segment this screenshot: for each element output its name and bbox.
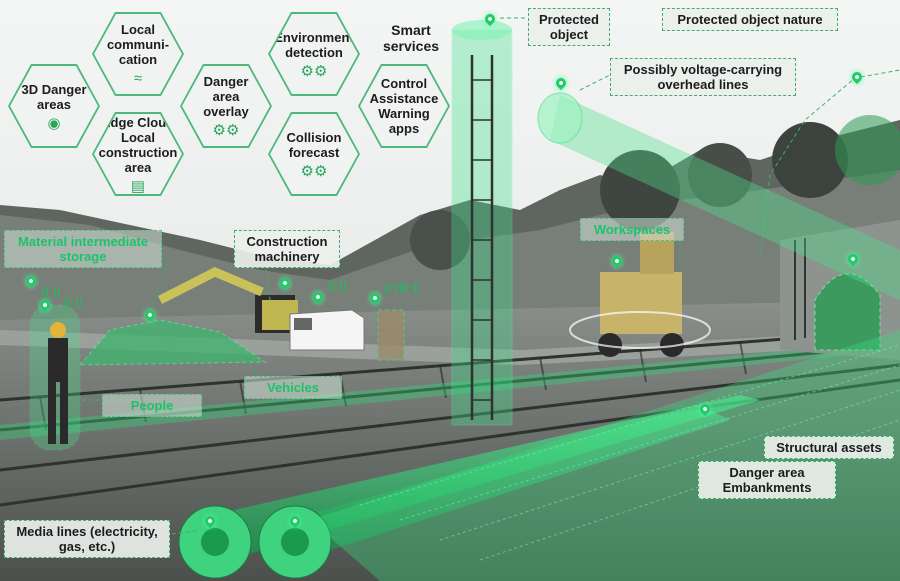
hex-label: Danger area overlay xyxy=(203,74,249,119)
wifi-icon: ≈ xyxy=(133,70,143,87)
hex-edge-cloud: Edge Cloud Local construction area ▤ xyxy=(92,112,184,196)
label-structural-assets: Structural assets xyxy=(764,436,894,459)
hex-collision-forecast: Collision forecast ⚙⚙ xyxy=(268,112,360,196)
label-vehicles: Vehicles xyxy=(244,376,342,399)
gears-icon: ⚙⚙ xyxy=(300,62,328,80)
label-danger-area-embankments: Danger area Embankments xyxy=(698,461,836,499)
gears-icon: ⚙⚙ xyxy=(300,162,328,180)
label-overhead-lines: Possibly voltage-carrying overhead lines xyxy=(610,58,796,96)
wifi-icon: ((·)) xyxy=(328,280,347,292)
hex-label: Edge Cloud Local construction area xyxy=(98,114,178,175)
label-material-storage: Material intermediate storage xyxy=(4,230,162,268)
hex-label: Local communi-cation xyxy=(106,22,170,67)
location-pin-icon: ◉ xyxy=(47,114,61,132)
hex-3d-danger-areas: 3D Danger areas ◉ xyxy=(8,64,100,148)
wifi-icon: ((·)) xyxy=(42,286,61,298)
wifi-icon: ((·)) xyxy=(64,296,83,308)
label-construction-machinery: Construction machinery xyxy=(234,230,340,268)
database-icon: ▤ xyxy=(130,177,146,195)
hex-label: Collision forecast xyxy=(286,129,342,160)
hex-environment-detection: Environment detection ⚙⚙ xyxy=(268,12,360,96)
label-protected-object-nature: Protected object nature xyxy=(662,8,838,31)
hex-label: Control Assistance Warning apps xyxy=(369,76,439,136)
wifi-icon: ((·)) xyxy=(384,282,403,294)
label-people: People xyxy=(102,394,202,417)
hex-control-apps: Control Assistance Warning apps xyxy=(358,64,450,148)
gears-icon: ⚙⚙ xyxy=(212,122,240,139)
hex-label: Environment detection xyxy=(274,29,354,60)
label-protected-object: Protected object xyxy=(528,8,610,46)
wifi-icon: ((·)) xyxy=(402,282,421,294)
hex-label: 3D Danger areas xyxy=(21,81,87,112)
label-workspaces: Workspaces xyxy=(580,218,684,241)
smart-services-title: Smart services xyxy=(382,22,440,54)
label-media-lines: Media lines (electricity, gas, etc.) xyxy=(4,520,170,558)
